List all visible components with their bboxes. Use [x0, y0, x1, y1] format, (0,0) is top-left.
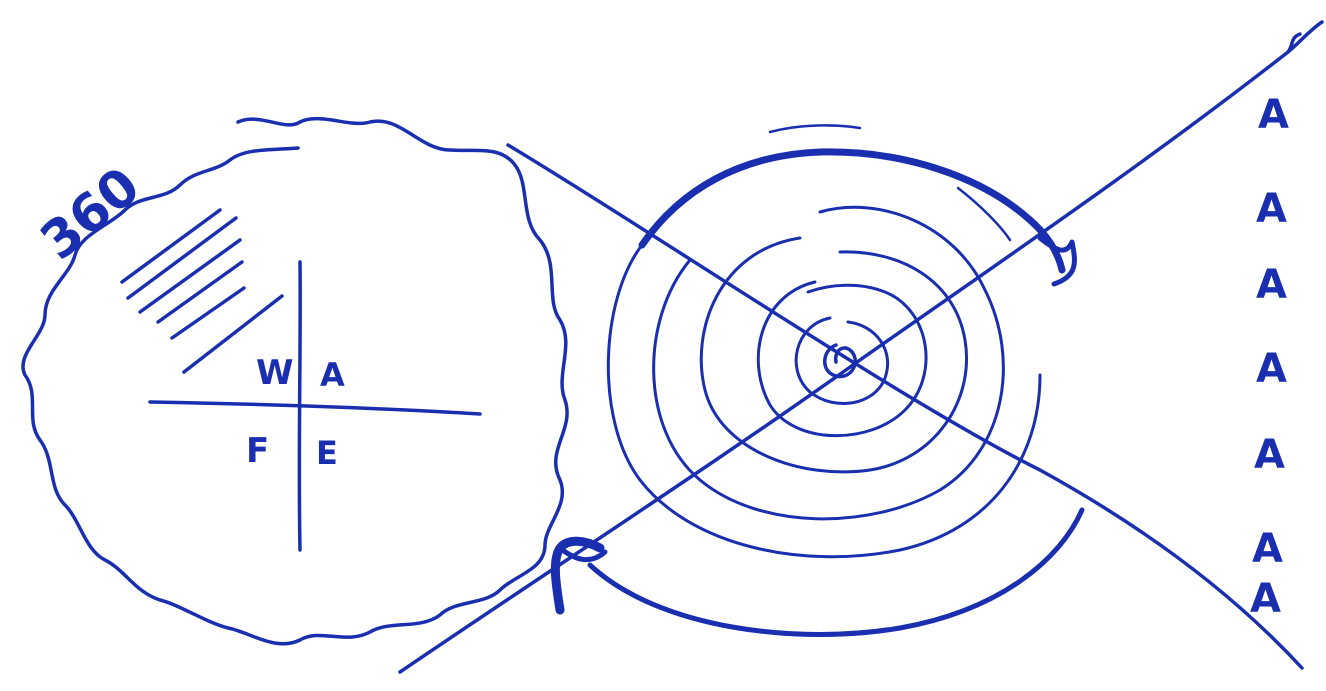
spiral-ring	[796, 318, 888, 403]
hatch-line	[172, 288, 244, 338]
wavy-circle-group: 360 W A F E	[23, 119, 567, 644]
column-letter: A	[1254, 432, 1285, 478]
quadrant-label-f: F	[246, 431, 269, 471]
wavy-circle-label: 360	[30, 156, 152, 272]
letter-column: A A A A A A A	[1250, 92, 1289, 622]
hatch-line	[122, 210, 220, 282]
quadrant-label-a: A	[320, 356, 345, 394]
column-letter: A	[1256, 346, 1287, 392]
column-letter: A	[1252, 526, 1283, 572]
column-letter: A	[1256, 262, 1287, 308]
column-letter: A	[1256, 186, 1287, 232]
quadrant-label-e: E	[316, 434, 338, 472]
column-letter: A	[1258, 92, 1289, 138]
hatching	[122, 210, 282, 372]
bottom-arrow-arc	[590, 510, 1082, 634]
column-letter: A	[1250, 576, 1281, 622]
hatch-line	[128, 218, 236, 298]
diagonal-line-ascending	[400, 22, 1322, 672]
spiral-group	[400, 22, 1322, 672]
horizontal-axis	[150, 402, 480, 414]
spiral-arc-faint	[770, 125, 860, 132]
quadrant-label-w: W	[256, 353, 294, 393]
